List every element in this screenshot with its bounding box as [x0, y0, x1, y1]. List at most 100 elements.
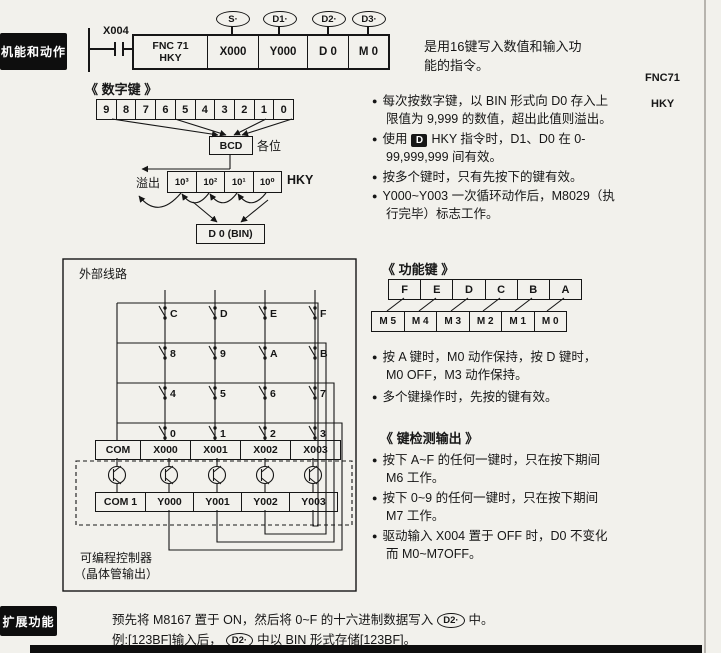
bullet-text: Y000~Y003 一次循环动作后，M8029（执: [382, 189, 615, 203]
key-label: 9: [220, 348, 226, 360]
section-label-function: 机能和动作: [0, 33, 67, 70]
bullet-text: 99,999,999 间有效。: [386, 150, 503, 164]
y-terminal-row: COM 1 Y000 Y001 Y002 Y003: [95, 492, 338, 512]
operand-cell-s: X000: [207, 36, 258, 68]
bullet-text: 多个键操作时，先按的键有效。: [382, 390, 558, 404]
numeric-bullet-1-cont: 限值为 9,999 的数值，超出此值则溢出。: [372, 111, 612, 128]
key-label: 0: [170, 428, 176, 440]
digit-cell: 0: [273, 100, 293, 119]
coil-cell: M 0: [533, 312, 567, 331]
operand-cell-d1: Y000: [258, 36, 307, 68]
numeric-bullet-2-cont: 99,999,999 间有效。: [372, 149, 502, 166]
bullet-text: 驱动输入 X004 置于 OFF 时，D0 不变化: [382, 529, 608, 543]
bullet-text-post: HKY 指令时，D1、D0 在 0-: [431, 132, 586, 146]
page-scan-edge: [704, 0, 706, 653]
plc-label-line2: （晶体管输出）: [74, 567, 159, 581]
kd-bullet-3: ● 驱动输入 X004 置于 OFF 时，D0 不变化: [372, 528, 607, 545]
kd-bullet-1-cont: M6 工作。: [372, 470, 444, 487]
bullet-text-pre: 使用: [382, 132, 408, 146]
bullet-text: M0 OFF，M3 动作保持。: [386, 368, 528, 382]
fk-bullet-1-cont: M0 OFF，M3 动作保持。: [372, 367, 528, 384]
digit-cell: 2: [233, 100, 254, 119]
rung-line: [90, 48, 114, 50]
kd-bullet-2: ● 按下 0~9 的任何一键时，只在按下期间: [372, 490, 598, 507]
x-terminal-row: COM X000 X001 X002 X003: [95, 440, 341, 460]
instruction-description-line1: 是用16键写入数值和输入功: [424, 39, 582, 54]
terminal-cell-y000: Y000: [145, 493, 193, 511]
terminal-cell-y003: Y003: [289, 493, 337, 511]
function-key-cell: E: [420, 280, 452, 299]
operand-tag-d1: D1·: [263, 11, 297, 27]
coil-cell: M 2: [468, 312, 502, 331]
power-boxes-row: 10³ 10² 10¹ 10⁰: [167, 171, 282, 193]
instruction-block: FNC 71 HKY X000 Y000 D 0 M 0: [132, 34, 390, 70]
key-label: 7: [320, 388, 326, 400]
bullet-text: M6 工作。: [386, 471, 445, 485]
power-cell: 10²: [195, 172, 225, 192]
bullet-icon: ●: [372, 172, 378, 182]
left-power-rail: [88, 28, 90, 72]
contact-bar-right: [122, 42, 124, 56]
section-label-extension: 扩展功能: [0, 606, 57, 636]
numeric-bullet-4-cont: 行完毕）标志工作。: [372, 206, 499, 223]
bullet-icon: ●: [372, 531, 378, 541]
digit-cell: 7: [135, 100, 155, 119]
digit-cell: 8: [115, 100, 136, 119]
function-key-cell: C: [484, 280, 517, 299]
numeric-bullet-4: ● Y000~Y003 一次循环动作后，M8029（执: [372, 188, 615, 205]
plc-label-line1: 可编程控制器: [80, 551, 153, 565]
terminal-cell-y002: Y002: [241, 493, 289, 511]
tag-connector: [231, 26, 233, 34]
power-cell: 10³: [174, 176, 189, 188]
key-label: D: [220, 308, 228, 320]
bullet-text: 按下 0~9 的任何一键时，只在按下期间: [382, 491, 599, 505]
margin-ref-fnc71: FNC71: [645, 72, 680, 84]
kd-bullet-2-cont: M7 工作。: [372, 508, 444, 525]
bullet-text: 按多个键时，只有先按下的键有效。: [382, 170, 583, 184]
bullet-icon: ●: [372, 191, 378, 201]
bcd-box: BCD: [209, 136, 253, 155]
bullet-icon: ●: [372, 134, 378, 144]
bullet-icon: ●: [372, 493, 378, 503]
key-label: B: [320, 348, 328, 360]
coil-row: M 5 M 4 M 3 M 2 M 1 M 0: [371, 311, 567, 332]
double-word-flag: D: [411, 134, 428, 147]
digit-cell: 1: [253, 100, 274, 119]
power-cell: 10⁰: [252, 172, 282, 192]
function-key-cell: B: [516, 280, 549, 299]
key-label: A: [270, 348, 278, 360]
bullet-text: 限值为 9,999 的数值，超出此值则溢出。: [386, 112, 612, 126]
extension-line2-pre: 例:[123BF]输入后，: [112, 633, 222, 647]
digit-cell: 6: [155, 100, 175, 119]
function-key-cell: D: [452, 280, 484, 299]
kd-bullet-1: ● 按下 A~F 的任何一键时，只在按下期间: [372, 452, 600, 469]
bullet-text: 行完毕）标志工作。: [386, 207, 499, 221]
key-label: F: [320, 308, 327, 320]
hky-label: HKY: [287, 173, 314, 187]
extension-line1-post: 中。: [468, 613, 494, 627]
terminal-cell-x002: X002: [240, 441, 290, 459]
terminal-cell-x003: X003: [290, 441, 340, 459]
bullet-text: 按 A 键时，M0 动作保持，按 D 键时，: [382, 350, 597, 364]
contact-bar-left: [114, 42, 116, 56]
overflow-label: 溢出: [136, 176, 161, 190]
terminal-cell-x001: X001: [190, 441, 240, 459]
digit-cell: 5: [174, 100, 195, 119]
coil-cell: M 5: [379, 316, 397, 327]
contact-x004-label: X004: [103, 25, 129, 37]
instruction-description-line2: 能的指令。: [424, 58, 490, 73]
terminal-cell-y001: Y001: [193, 493, 241, 511]
key-row-4: 0 1 2 3: [158, 425, 326, 440]
key-row-2: 8 9 A B: [158, 345, 328, 360]
bin-result-box: D 0 (BIN): [196, 224, 265, 244]
tag-connector: [278, 26, 280, 34]
d2-operand-tag: D2·: [437, 613, 465, 628]
key-label: 5: [220, 388, 226, 400]
key-label: 8: [170, 348, 176, 360]
bottom-rule: [30, 645, 702, 653]
numeric-keys-heading: 《 数字键 》: [85, 82, 158, 97]
key-label: 6: [270, 388, 276, 400]
coil-cell: M 4: [403, 312, 437, 331]
